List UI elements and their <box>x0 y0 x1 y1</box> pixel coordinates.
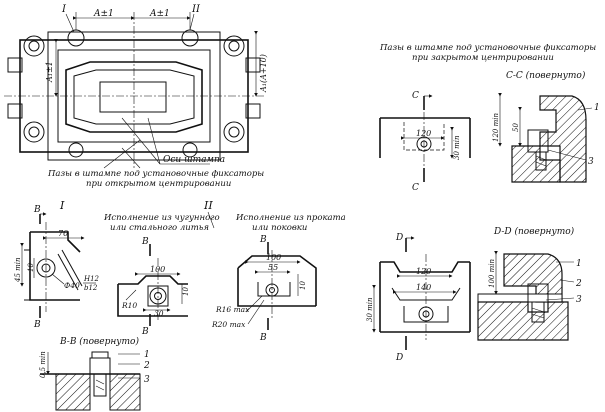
cc-locator <box>527 129 549 153</box>
cast-dim-10: 10 <box>182 287 190 296</box>
cc-callout-3: 3 <box>588 157 594 167</box>
detail-I-dim-45min: 45 min <box>14 257 22 283</box>
cast-dim-100: 100 <box>150 265 165 274</box>
rolled-dim-10: 10 <box>299 281 307 290</box>
detail-I-hole-label: Ф40 <box>64 281 80 290</box>
caption-cast-line2: или стального литья <box>110 223 209 233</box>
rolled-mark-top: B <box>259 235 267 245</box>
dd-dim-100min: 100 min <box>488 259 496 288</box>
caption-rolled-line1: Исполнение из проката <box>235 213 346 223</box>
cast-version: B B 100 10 30 R10 <box>117 237 190 337</box>
section-BB-title: B-B (повернуто) <box>59 336 139 347</box>
dim-a1-right: A±1 <box>149 9 170 19</box>
rolled-dim-100: 100 <box>266 253 281 262</box>
detail-I-mark-bottom: B <box>33 320 41 330</box>
section-DD-title: D-D (повернуто) <box>493 226 575 237</box>
cast-dim-30: 30 <box>154 309 164 318</box>
dd-dim-30min: 30 min <box>366 297 374 322</box>
detail-II-title: II <box>203 199 213 212</box>
dd-dim-120: 120 <box>416 267 431 276</box>
cc-caption-line2: при закрытом центрировании <box>412 53 554 63</box>
rolled-r20: R20 max <box>211 320 246 329</box>
rolled-r16: R16 max <box>215 305 250 314</box>
top-caption-line1: Пазы в штампе под установочные фиксаторы <box>47 169 264 179</box>
section-BB-callout-3: 3 <box>144 375 150 385</box>
detail-I-fit-b12: b12 <box>84 284 98 292</box>
dim-a1-left: A±1 <box>93 9 114 19</box>
top-view: A±1 A±1 I II A₁±1 A₁(A+10) Оси штампа Па… <box>4 4 268 189</box>
top-caption-line2: при открытом центрировании <box>86 179 231 189</box>
section-BB-locator <box>89 357 111 374</box>
cast-mark-top: B <box>141 237 149 247</box>
section-CC-title: C-C (повернуто) <box>506 70 586 81</box>
dd-callout-1: 1 <box>576 259 582 269</box>
dim-a1-a10: A₁(A+10) <box>259 54 268 93</box>
section-CC: Пазы в штампе под установочные фиксаторы… <box>379 43 600 193</box>
rolled-version: B B 100 55 10 R16 max R20 max <box>211 235 317 343</box>
dd-locator <box>527 283 549 303</box>
cc-mark-top: C <box>412 91 419 101</box>
cc-callout-1: 1 <box>594 103 600 113</box>
mark-I: I <box>61 4 67 15</box>
dd-mark-bottom: D <box>395 353 403 363</box>
cc-mark-bottom: C <box>412 183 419 193</box>
cc-dim-30min: 30 min <box>453 135 461 160</box>
section-BB-callout-1: 1 <box>144 350 150 360</box>
corner-boss <box>23 35 45 57</box>
section-BB-dim-05min: 0,5 min <box>39 351 47 378</box>
detail-I: I B B 70 45 min 10 Ф40 H12 b12 <box>14 199 100 330</box>
dd-section-lower <box>477 301 569 341</box>
cast-r10: R10 <box>121 301 137 310</box>
cc-dim-120min: 120 min <box>492 113 500 142</box>
detail-I-hole <box>36 258 56 278</box>
cast-mark-bottom: B <box>141 327 149 337</box>
detail-I-dim-10: 10 <box>27 263 35 272</box>
section-BB-callout-2: 2 <box>143 361 150 371</box>
die-cavity <box>65 61 203 133</box>
rolled-mark-bottom: B <box>259 333 267 343</box>
cc-dim-50: 50 <box>512 123 520 132</box>
section-DD: D-D (повернуто) D D 120 140 30 min 100 m… <box>366 226 582 363</box>
cc-plan-body <box>379 117 471 158</box>
detail-I-mark-top: B <box>33 205 41 215</box>
caption-rolled-line2: или поковки <box>252 223 307 233</box>
mark-II: II <box>191 4 201 15</box>
dd-mark-top: D <box>395 233 403 243</box>
cc-section-upper <box>539 95 587 183</box>
detail-I-fit-h12: H12 <box>83 275 100 283</box>
detail-I-title: I <box>59 199 65 212</box>
dd-callout-2: 2 <box>575 279 582 289</box>
detail-I-dim-70: 70 <box>58 229 68 238</box>
dd-dim-140: 140 <box>416 283 431 292</box>
dd-callout-3: 3 <box>576 295 582 305</box>
caption-cast-line1: Исполнение из чугунного <box>103 213 220 223</box>
cc-caption-line1: Пазы в штампе под установочные фиксаторы <box>379 43 596 53</box>
detail-II: Исполнение из чугунного или стального ли… <box>103 199 346 343</box>
dim-a1-vert: A₁±1 <box>45 61 54 83</box>
axes-label: Оси штампа <box>163 155 225 165</box>
rolled-dim-55: 55 <box>268 263 278 272</box>
section-BB: B-B (повернуто) 0,5 min 1 2 3 <box>39 336 150 411</box>
rolled-body <box>237 255 317 307</box>
cc-dim-120: 120 <box>416 129 431 138</box>
